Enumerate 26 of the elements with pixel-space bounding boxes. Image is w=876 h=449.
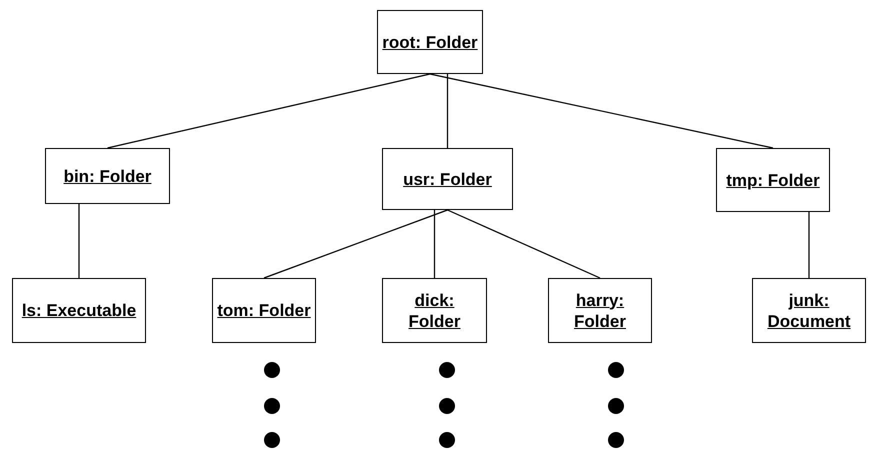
connector-line: [808, 212, 810, 278]
connector-line: [447, 209, 600, 279]
object-box: [45, 148, 170, 204]
connector-line: [107, 73, 430, 149]
object-box: [212, 278, 316, 343]
connector-line: [264, 209, 448, 279]
object-label: bin: Folder: [64, 166, 152, 186]
object-label: dick: Folder: [408, 290, 462, 332]
object-label: tmp: Folder: [726, 170, 820, 190]
object-box: [382, 278, 487, 343]
object-label: ls: Executable: [22, 300, 136, 321]
object-box: [377, 10, 483, 74]
connector-line: [434, 210, 436, 278]
object-label: usr: Folder: [403, 168, 492, 190]
object-label: tom: Folder: [217, 300, 311, 321]
object-label: junk: Document: [766, 290, 852, 332]
connector-line: [446, 74, 448, 148]
connector-line: [78, 204, 80, 278]
object-label: harry: Folder: [573, 290, 627, 332]
connector-line: [430, 73, 774, 149]
object-box: [716, 148, 830, 212]
object-box: [382, 148, 513, 210]
object-box: [12, 278, 146, 343]
object-box: [548, 278, 652, 343]
object-box: [752, 278, 866, 343]
object-label: root: Folder: [382, 32, 478, 52]
